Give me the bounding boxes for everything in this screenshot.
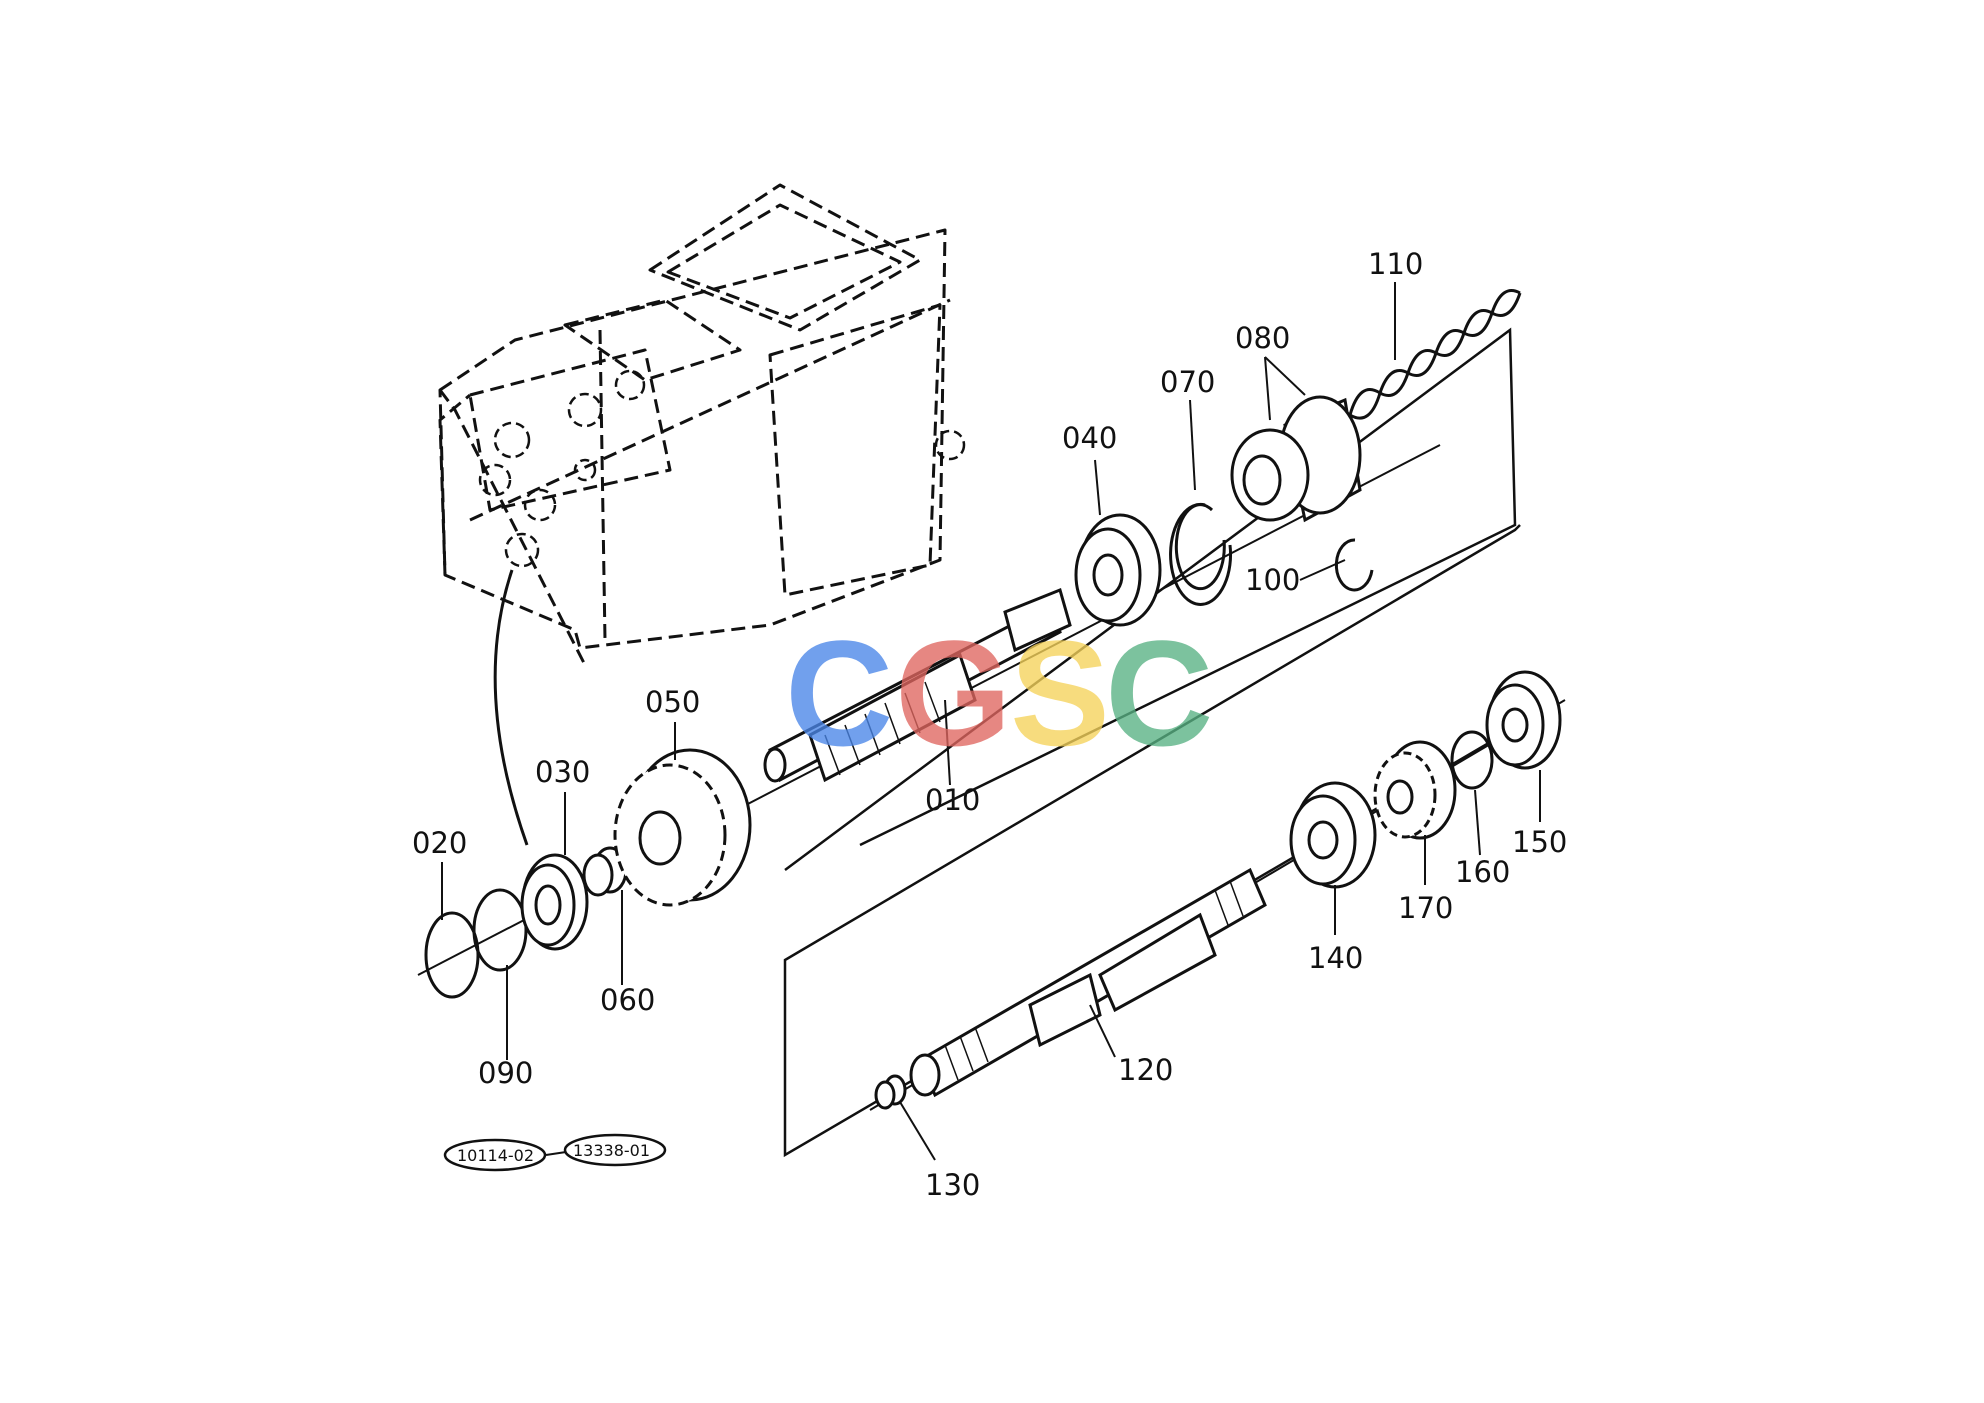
callout-030: 030 — [535, 755, 590, 789]
spur-gear-050 — [613, 748, 752, 907]
shifter-assembly-080 — [1230, 395, 1362, 523]
callout-080: 080 — [1235, 321, 1290, 355]
ball-bearing-150 — [1485, 670, 1562, 770]
watermark-letter-1: C — [785, 609, 893, 777]
case-bolt-holes — [478, 369, 966, 568]
callout-100: 100 — [1245, 563, 1300, 597]
counter-shaft-120 — [909, 867, 1267, 1098]
collar-060 — [582, 846, 628, 897]
ref-code-1: 10114-02 — [457, 1146, 534, 1165]
callout-140: 140 — [1308, 941, 1363, 975]
watermark-letter-4: C — [1105, 609, 1213, 777]
ref-code-oval-1 — [443, 1138, 547, 1172]
watermark-logo: C G S C — [785, 609, 1213, 777]
snap-ring-090 — [472, 888, 528, 972]
callout-090: 090 — [478, 1056, 533, 1090]
callout-130: 130 — [925, 1168, 980, 1202]
watermark-letter-3: S — [1010, 609, 1110, 777]
spur-gear-170 — [1373, 740, 1457, 840]
callout-120: 120 — [1118, 1053, 1173, 1087]
snap-ring-160 — [1450, 730, 1494, 790]
collar-130 — [874, 1074, 907, 1110]
snap-ring-020 — [424, 911, 480, 999]
callout-150: 150 — [1512, 825, 1567, 859]
callout-020: 020 — [412, 826, 467, 860]
ref-codes: 10114-02 13338-01 — [443, 1133, 667, 1172]
snap-ring-100 — [1334, 538, 1374, 592]
ball-bearing-030 — [520, 853, 589, 951]
leader-lines — [441, 282, 1541, 1161]
callout-060: 060 — [600, 983, 655, 1017]
callout-160: 160 — [1455, 855, 1510, 889]
ref-code-oval-2 — [563, 1133, 667, 1167]
callout-110: 110 — [1368, 247, 1423, 281]
callout-050: 050 — [645, 685, 700, 719]
callout-labels: 010 020 030 040 050 060 070 080 090 100 … — [412, 247, 1567, 1202]
snap-ring-070 — [1169, 502, 1233, 606]
transmission-case — [438, 183, 951, 666]
callout-010: 010 — [925, 783, 980, 817]
callout-070: 070 — [1160, 365, 1215, 399]
ball-bearing-140 — [1289, 781, 1377, 889]
ball-bearing-040 — [1074, 513, 1162, 627]
ref-code-2: 13338-01 — [573, 1141, 650, 1160]
watermark-letter-2: G — [895, 609, 1012, 777]
ref-code-arrow — [545, 1151, 567, 1156]
main-shaft — [763, 587, 1072, 783]
callout-170: 170 — [1398, 891, 1453, 925]
callout-040: 040 — [1062, 421, 1117, 455]
spring-110 — [1348, 289, 1522, 420]
